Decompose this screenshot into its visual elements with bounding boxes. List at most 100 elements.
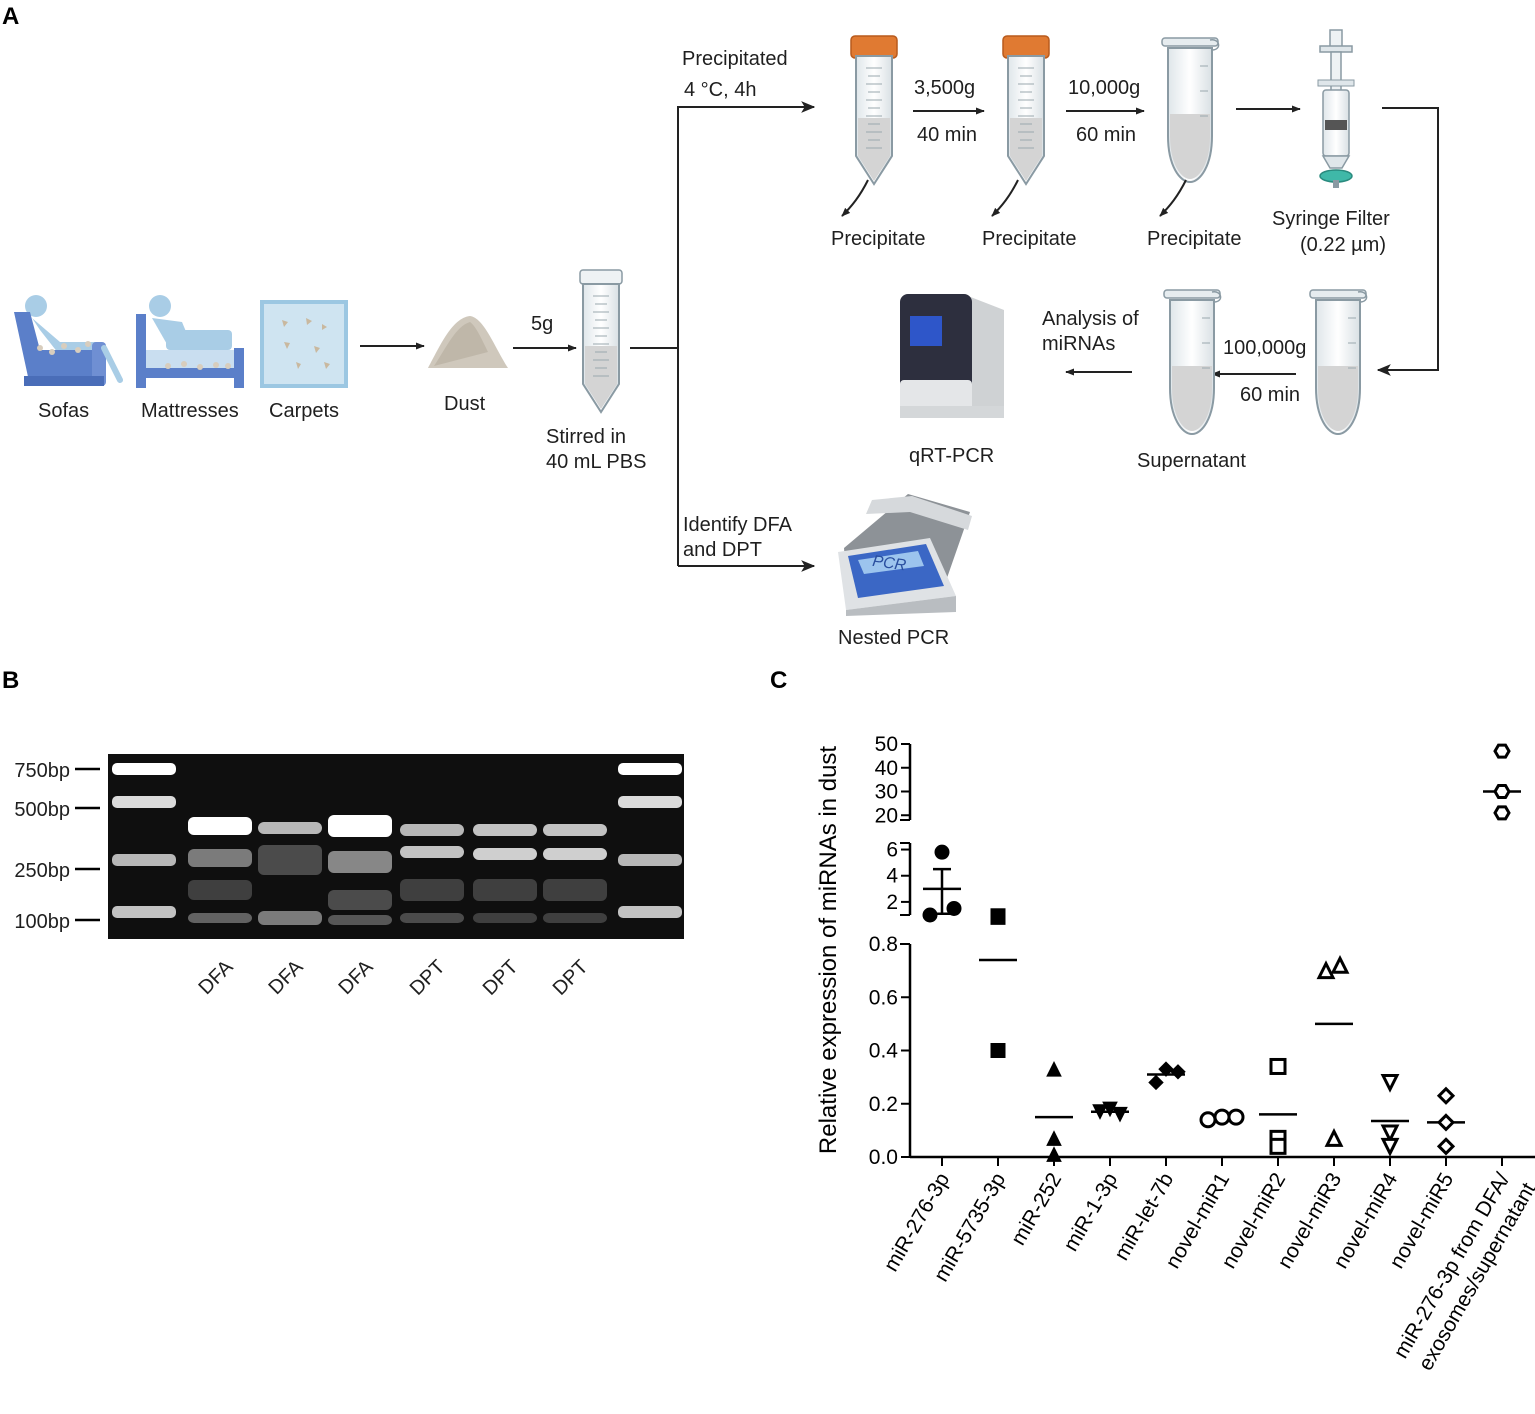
y-tick-label: 0.8 <box>869 933 898 956</box>
sample-band <box>400 824 464 836</box>
ultracentrifuge-tube-1-icon <box>1161 37 1220 183</box>
data-point <box>1092 1104 1108 1120</box>
precipitated-label-line2: 4 °C, 4h <box>684 79 756 101</box>
y-tick-label: 0.4 <box>869 1040 899 1063</box>
gel-background <box>108 754 684 939</box>
ultracentrifuge-tube-2-icon <box>1309 289 1368 435</box>
data-point <box>1493 783 1511 800</box>
ladder-band <box>112 906 176 918</box>
ladder-band <box>618 854 682 866</box>
pcr-machine-icon: PCR <box>838 494 972 616</box>
sample-band <box>400 913 464 923</box>
ladder-band <box>112 763 176 775</box>
sample-band <box>400 846 464 858</box>
gel-lane-label: DFA <box>194 956 238 1000</box>
gel-lane-label: DFA <box>334 956 378 1000</box>
ladder-band <box>618 763 682 775</box>
ladder-band <box>618 906 682 918</box>
gel-marker-label: 250bp <box>14 860 70 882</box>
data-point <box>1316 960 1336 980</box>
sample-band <box>188 913 252 923</box>
arrow-filter-to-ultracentrifuge <box>1376 107 1439 376</box>
precipitate-label-2: Precipitate <box>982 228 1077 250</box>
sample-band <box>328 815 392 837</box>
gel-lane-label: DPT <box>549 956 593 1000</box>
qrtpcr-label: qRT-PCR <box>909 445 994 467</box>
mattresses-label: Mattresses <box>141 400 239 422</box>
sample-band <box>543 848 607 860</box>
data-point <box>946 900 962 916</box>
gel-lane-label: DPT <box>406 956 450 1000</box>
data-point <box>934 844 950 860</box>
identify-label-line2: and DPT <box>683 539 762 561</box>
sample-band <box>473 913 537 923</box>
falcon-tube-2-icon <box>1002 35 1050 185</box>
y-tick-label: 4 <box>886 865 898 888</box>
sample-band <box>328 915 392 925</box>
amount-label: 5g <box>531 313 553 335</box>
data-point <box>922 907 938 923</box>
data-point <box>1046 1130 1062 1146</box>
y-tick-label: 2 <box>886 891 898 914</box>
stirred-label-line1: Stirred in <box>546 426 626 448</box>
sample-band <box>400 879 464 901</box>
sample-band <box>543 879 607 901</box>
data-point <box>1493 805 1511 821</box>
gel-marker-label: 500bp <box>14 799 70 821</box>
data-point <box>1436 1113 1456 1132</box>
gel-marker-label: 750bp <box>14 760 70 782</box>
y-tick-label: 20 <box>875 804 898 827</box>
gel-image <box>108 754 684 939</box>
syringe-label-line1: Syringe Filter <box>1272 208 1390 230</box>
sample-band <box>188 880 252 900</box>
y-tick-label: 0.0 <box>869 1146 898 1169</box>
x-tick-label: miR-1-3p <box>1059 1169 1122 1255</box>
data-point <box>1436 1137 1456 1156</box>
precipitate-label-1: Precipitate <box>831 228 926 250</box>
sample-band <box>258 911 322 925</box>
ladder-band <box>618 796 682 808</box>
pcr-screen-text: PCR <box>871 553 907 575</box>
analysis-label-line1: Analysis of <box>1042 308 1139 330</box>
data-point <box>1046 1146 1062 1162</box>
spin3-time: 60 min <box>1240 384 1300 406</box>
data-point <box>1324 1128 1344 1147</box>
data-point <box>1493 743 1511 759</box>
precipitate-label-3: Precipitate <box>1147 228 1242 250</box>
spin2-speed: 10,000g <box>1068 77 1140 99</box>
supernatant-label: Supernatant <box>1137 450 1246 472</box>
mattress-icon <box>136 295 244 388</box>
sample-band <box>543 913 607 923</box>
sample-band <box>188 817 252 835</box>
sample-band <box>258 845 322 875</box>
y-tick-label: 0.6 <box>869 986 898 1009</box>
sample-band <box>473 848 537 860</box>
data-point <box>1046 1061 1062 1077</box>
carpet-icon <box>260 300 348 388</box>
precipitated-label-line1: Precipitated <box>682 48 788 70</box>
falcon-tube-1-icon <box>850 35 898 185</box>
gel-lane-label: DPT <box>479 956 523 1000</box>
sample-band <box>188 849 252 867</box>
stirred-label-line2: 40 mL PBS <box>546 451 646 473</box>
qrtpcr-machine-icon <box>900 294 1004 418</box>
sample-band <box>473 824 537 836</box>
precipitate-arrow-2 <box>991 179 1019 217</box>
identify-label-line1: Identify DFA <box>683 514 793 536</box>
data-point <box>1330 954 1350 974</box>
gel-lane-label: DFA <box>264 956 308 1000</box>
sample-band <box>328 851 392 873</box>
precipitate-arrow-3 <box>1159 179 1187 217</box>
sample-band <box>258 822 322 834</box>
panel-label-a: A <box>2 3 19 30</box>
spin1-time: 40 min <box>917 124 977 146</box>
pbs-tube-icon <box>579 269 623 413</box>
data-point <box>1158 1061 1174 1077</box>
x-tick-label: miR-252 <box>1007 1169 1067 1249</box>
dust-pile-icon <box>428 316 508 368</box>
spin1-speed: 3,500g <box>914 77 975 99</box>
data-point <box>1380 1137 1400 1157</box>
carpets-label: Carpets <box>269 400 339 422</box>
supernatant-tube-icon <box>1163 289 1222 435</box>
data-point <box>1112 1106 1128 1123</box>
